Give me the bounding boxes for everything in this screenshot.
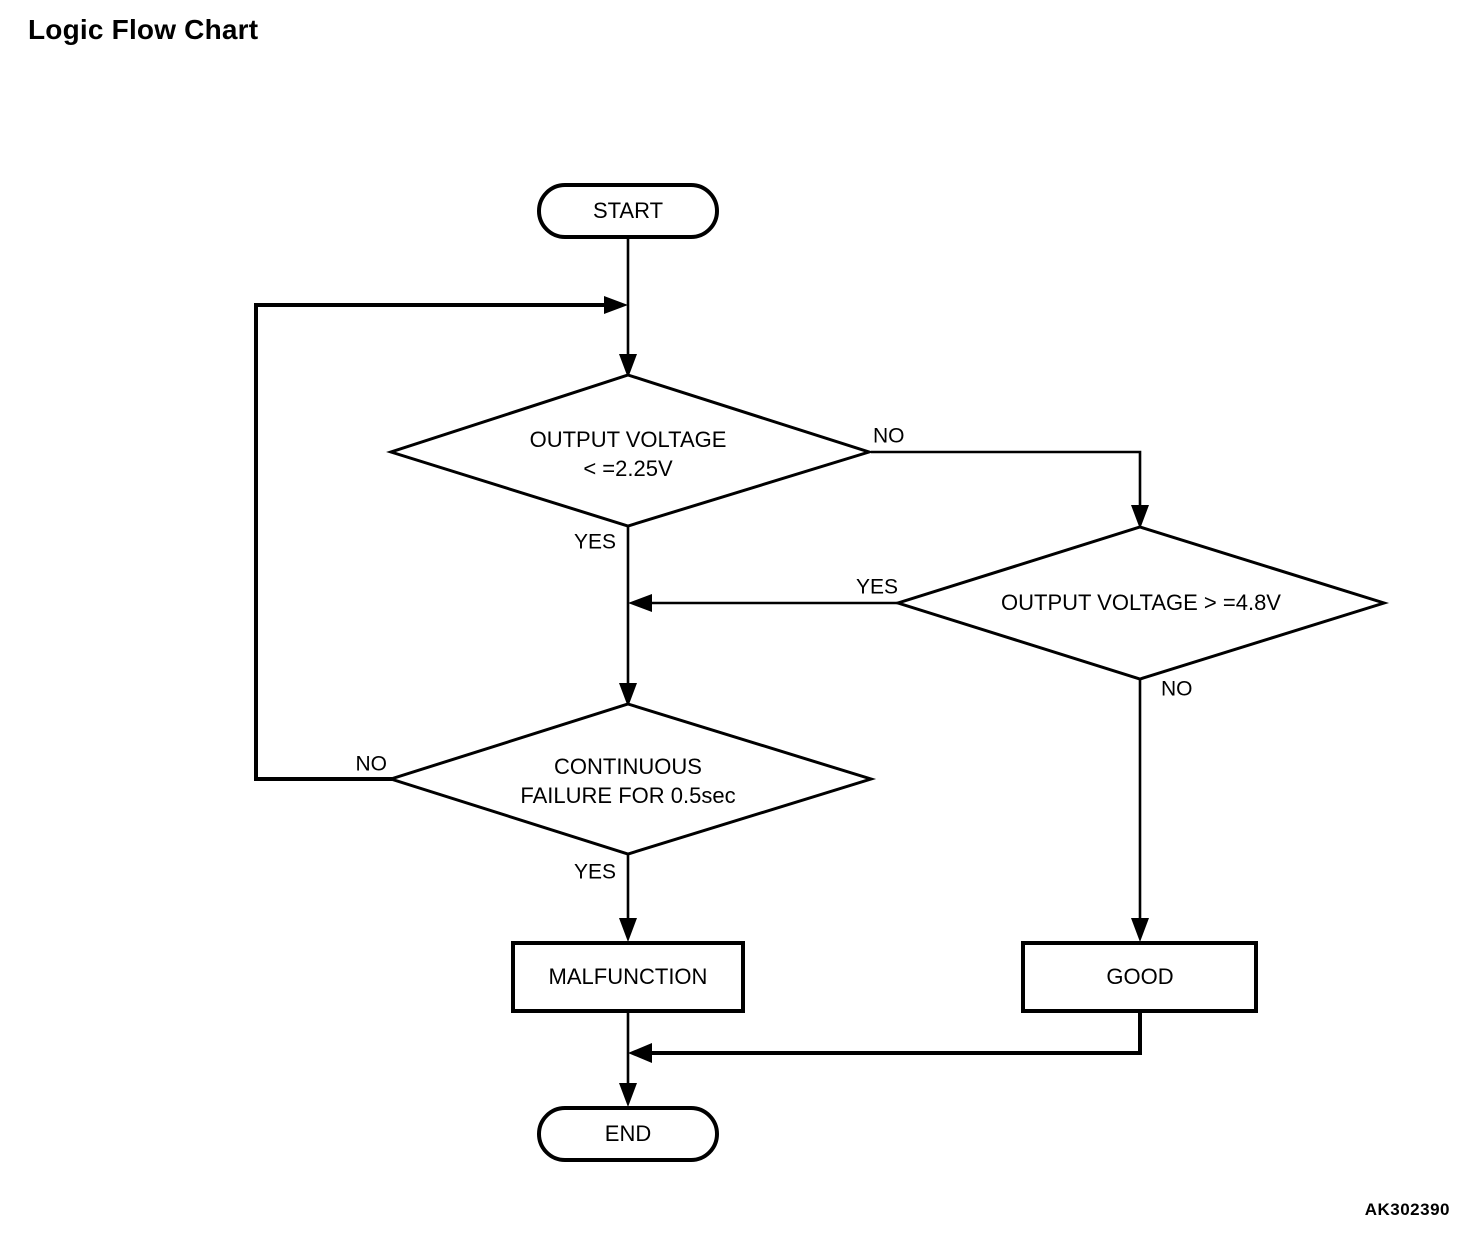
edge-good-to-end (628, 1012, 1142, 1063)
edge-label-output-voltage-high-no: NO (1161, 678, 1193, 701)
good-label: GOOD (1106, 964, 1173, 989)
edge-continuous-failure-yes (619, 855, 637, 942)
decision-output-voltage-high-label: OUTPUT VOLTAGE > =4.8V (1001, 590, 1281, 615)
decision-diamond-shape (386, 702, 877, 856)
edge-label-output-voltage-low-yes: YES (574, 531, 616, 554)
decision-diamond-shape (892, 525, 1390, 681)
arrow-head-icon (619, 918, 637, 942)
edge-output-voltage-low-no (871, 450, 1149, 529)
reference-code: AK302390 (1364, 1200, 1450, 1219)
end-label: END (605, 1121, 651, 1146)
edge-label-continuous-failure-yes: YES (574, 861, 616, 884)
edge-label-output-voltage-high-yes: YES (856, 576, 898, 599)
edge-output-voltage-low-yes (619, 527, 637, 707)
arrow-head-icon (619, 354, 637, 378)
page-title: Logic Flow Chart (28, 14, 259, 45)
decision-continuous-failure-line1: CONTINUOUS (554, 754, 702, 779)
good-box-shape (1021, 941, 1258, 1013)
decision-continuous-failure-line2: FAILURE FOR 0.5sec (520, 783, 735, 808)
edge-output-voltage-high-yes (628, 594, 899, 612)
start-label: START (593, 198, 663, 223)
decision-diamond-shape (386, 373, 875, 528)
arrow-head-icon (1131, 505, 1149, 529)
edge-label-continuous-failure-no: NO (356, 753, 388, 776)
node-start[interactable]: START (537, 183, 719, 239)
malfunction-label: MALFUNCTION (549, 964, 708, 989)
arrow-head-icon (628, 594, 652, 612)
edge-continuous-failure-no-loopback (254, 296, 628, 781)
decision-output-voltage-low-line1: OUTPUT VOLTAGE (530, 427, 727, 452)
arrow-head-icon (1131, 918, 1149, 942)
edge-malfunction-to-end (619, 1012, 637, 1107)
node-end[interactable]: END (537, 1106, 719, 1162)
start-terminator-shape (537, 183, 719, 239)
node-decision-output-voltage-low[interactable]: OUTPUT VOLTAGE < =2.25V (386, 373, 875, 528)
end-terminator-shape (537, 1106, 719, 1162)
arrow-head-icon (619, 683, 637, 707)
edge-output-voltage-high-no (1131, 680, 1149, 942)
node-decision-continuous-failure[interactable]: CONTINUOUS FAILURE FOR 0.5sec (386, 702, 877, 856)
arrow-head-icon (619, 1083, 637, 1107)
arrow-head-icon (604, 296, 628, 314)
node-decision-output-voltage-high[interactable]: OUTPUT VOLTAGE > =4.8V (892, 525, 1390, 681)
decision-output-voltage-low-line2: < =2.25V (583, 456, 673, 481)
node-malfunction[interactable]: MALFUNCTION (511, 941, 745, 1013)
edge-start-to-output-voltage-low (619, 238, 637, 378)
malfunction-box-shape (511, 941, 745, 1013)
node-good[interactable]: GOOD (1021, 941, 1258, 1013)
edge-label-output-voltage-low-no: NO (873, 425, 905, 448)
arrow-head-icon (628, 1043, 652, 1063)
